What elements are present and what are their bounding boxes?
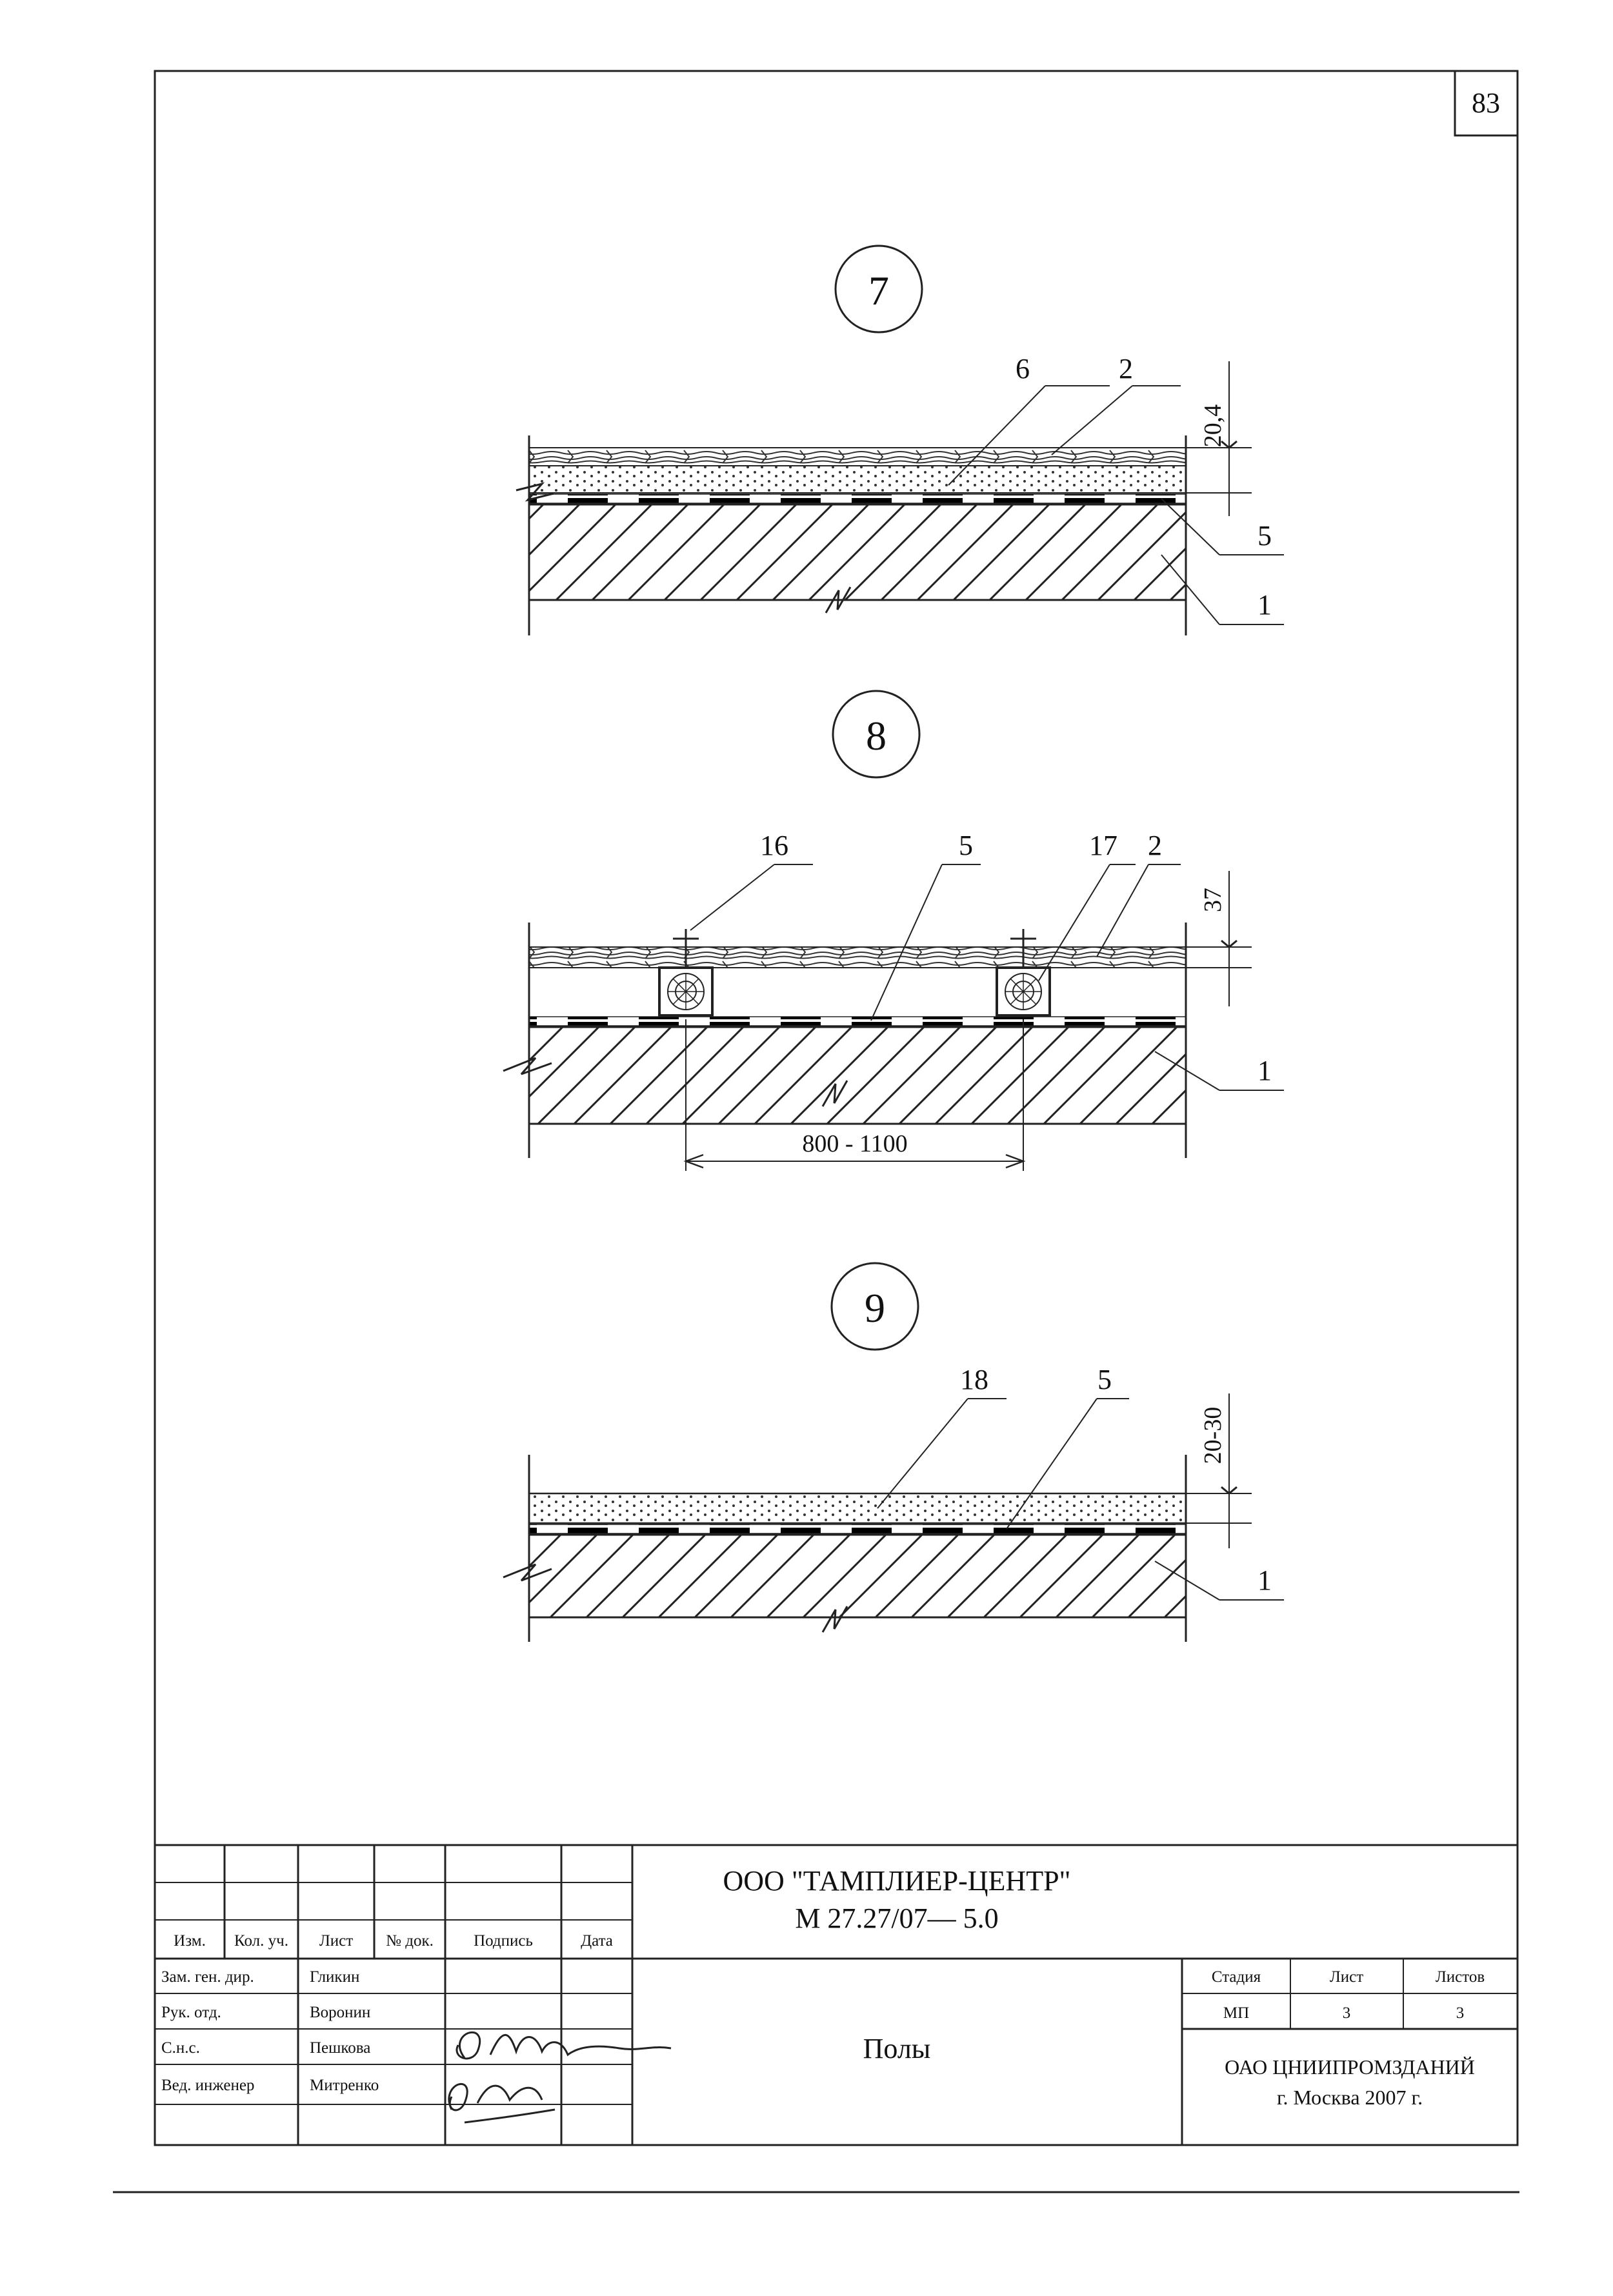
sheet-frame (113, 70, 1519, 2193)
role-deputy-director: Зам. ген. дир. (161, 1968, 254, 1986)
section-8-number: 8 (866, 713, 887, 759)
sheets-value: 3 (1456, 2004, 1465, 2022)
section-8-membrane (528, 1016, 1187, 1026)
title-block-text: ООО "ТАМПЛИЕР-ЦЕНТР" М 27.27/07— 5.0 Пол… (161, 1865, 1485, 2109)
organization-name: ООО "ТАМПЛИЕР-ЦЕНТР" (723, 1865, 1071, 1897)
section-9: 9 20-30 18 5 1 (503, 1262, 1284, 1642)
section-9-covering-layer (528, 1492, 1187, 1524)
drawing-title: Полы (863, 2033, 931, 2064)
section-7: 7 20,4 6 2 5 1 (516, 245, 1284, 635)
section-8-callout-5: 5 (959, 830, 973, 861)
role-senior-researcher: С.н.с. (161, 2039, 200, 2057)
sheet-header: Лист (1330, 1968, 1363, 1986)
title-block (155, 1844, 1518, 2145)
name-glikin: Гликин (310, 1968, 359, 1986)
section-9-number: 9 (865, 1285, 885, 1331)
section-7-number: 7 (868, 268, 889, 314)
org-name: ОАО ЦНИИПРОМЗДАНИЙ (1225, 2055, 1475, 2079)
corner-number: 83 (1472, 87, 1500, 119)
stage-value: МП (1223, 2004, 1249, 2022)
section-8-spacing: 800 - 1100 (802, 1130, 907, 1157)
header-kol-uch: Кол. уч. (234, 1932, 288, 1950)
header-doc-number: № док. (386, 1932, 434, 1950)
name-peshkova: Пешкова (310, 2039, 370, 2057)
section-8-joist-left (658, 966, 714, 1017)
section-9-marker (830, 1262, 919, 1351)
signature-peshkova (456, 2031, 672, 2060)
section-8-callout-16: 16 (760, 830, 788, 861)
section-7-callout-5: 5 (1257, 520, 1272, 552)
sheet-value: 3 (1343, 2004, 1351, 2022)
section-9-callout-5: 5 (1097, 1364, 1112, 1395)
header-izm: Изм. (174, 1932, 206, 1950)
name-mitrenko: Митренко (310, 2077, 379, 2094)
section-9-membrane (528, 1524, 1187, 1534)
section-7-callout-1: 1 (1257, 589, 1272, 621)
section-8-joist-right (996, 966, 1051, 1017)
header-signature: Подпись (474, 1932, 533, 1950)
section-7-callout-2: 2 (1119, 353, 1133, 384)
signature-mitrenko (448, 2083, 556, 2124)
section-8-marker (832, 690, 921, 779)
section-7-screed-layer (528, 465, 1187, 494)
section-8: 8 800 - 1100 (503, 690, 1284, 1171)
section-7-callout-6: 6 (1016, 353, 1030, 384)
section-7-membrane (528, 494, 1187, 504)
section-7-slab (528, 503, 1187, 601)
section-9-callout-18: 18 (960, 1364, 988, 1395)
name-voronin: Воронин (310, 2004, 370, 2021)
section-9-dimension: 20-30 (1199, 1407, 1227, 1464)
header-list: Лист (319, 1932, 353, 1950)
sheets-header: Листов (1436, 1968, 1485, 1986)
section-8-slab (528, 1026, 1187, 1125)
section-8-callout-1: 1 (1257, 1055, 1272, 1086)
section-7-wood-layer (528, 447, 1187, 466)
section-8-callout-2: 2 (1148, 830, 1162, 861)
role-lead-engineer: Вед. инженер (161, 2077, 254, 2094)
header-date: Дата (581, 1932, 613, 1950)
role-head-department: Рук. отд. (161, 2004, 221, 2021)
section-8-dimension: 37 (1199, 888, 1227, 912)
section-9-slab (528, 1533, 1187, 1619)
section-7-dimension: 20,4 (1199, 404, 1227, 448)
section-7-marker (834, 245, 923, 334)
stage-header: Стадия (1212, 1968, 1261, 1986)
corner-number-box: 83 (1454, 70, 1519, 137)
section-9-callout-1: 1 (1257, 1564, 1272, 1596)
section-8-callout-17: 17 (1089, 830, 1117, 861)
section-8-wood-layer (528, 946, 1187, 968)
document-code: М 27.27/07— 5.0 (795, 1902, 998, 1934)
org-city: г. Москва 2007 г. (1277, 2086, 1423, 2109)
